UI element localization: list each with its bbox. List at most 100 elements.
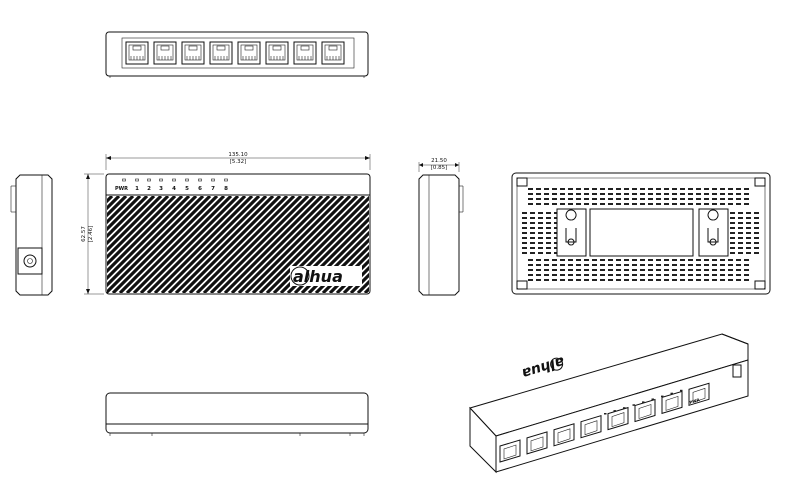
vent-slot: [546, 247, 551, 249]
vent-slot: [648, 279, 653, 281]
vent-slot: [728, 269, 733, 271]
iso-port: [607, 406, 629, 431]
vent-slot: [538, 217, 543, 219]
vent-slot: [530, 217, 535, 219]
vent-slot: [522, 222, 527, 224]
led-indicator-row: [122, 178, 228, 182]
stripe: [167, 196, 268, 293]
top-view-port: [237, 41, 261, 65]
vent-slot: [560, 203, 565, 205]
vent-slot: [648, 269, 653, 271]
vent-slot: [536, 198, 541, 200]
wall-mount-slot-left: [556, 208, 587, 257]
stripe: [188, 196, 289, 293]
vent-slot: [522, 242, 527, 244]
depth-in-label: [0.85]: [431, 165, 448, 171]
stripe: [174, 196, 275, 293]
vent-slot: [608, 269, 613, 271]
vent-slot: [696, 269, 701, 271]
vent-slot: [536, 193, 541, 195]
brand-text: alhua: [293, 267, 343, 286]
port-label: 3: [159, 186, 163, 192]
vent-slot: [664, 259, 669, 261]
led: [135, 178, 139, 182]
port-label: 7: [211, 186, 215, 192]
vent-slot: [738, 242, 743, 244]
vent-slot: [672, 198, 677, 200]
vent-slot: [530, 232, 535, 234]
vent-slot: [528, 279, 533, 281]
vent-slot: [528, 188, 533, 190]
top-view-port-row: [125, 41, 345, 65]
vent-slot: [746, 217, 751, 219]
vent-slot: [538, 252, 543, 254]
vent-slot: [656, 279, 661, 281]
vent-slot: [688, 198, 693, 200]
vent-slot: [648, 259, 653, 261]
stripe: [265, 196, 366, 293]
vent-slot: [584, 198, 589, 200]
vent-slot: [744, 269, 749, 271]
vent-slot: [522, 247, 527, 249]
vent-slot: [640, 198, 645, 200]
stripe: [107, 196, 184, 274]
iso-led: [642, 401, 645, 403]
vent-slot: [672, 274, 677, 276]
vent-slot: [746, 232, 751, 234]
vent-slot: [560, 193, 565, 195]
vent-slot: [522, 227, 527, 229]
vent-slot: [744, 279, 749, 281]
vent-slot: [546, 222, 551, 224]
vent-slot: [616, 259, 621, 261]
vent-slot: [632, 279, 637, 281]
vent-slot: [736, 198, 741, 200]
vent-slot: [696, 188, 701, 190]
stripe: [107, 196, 205, 293]
vent-slot: [576, 193, 581, 195]
vent-slot: [704, 259, 709, 261]
top-view-port: [321, 41, 345, 65]
vent-slot: [744, 198, 749, 200]
vent-slot: [528, 259, 533, 261]
rear-view: [105, 392, 369, 436]
vent-slot: [522, 212, 527, 214]
vent-slot: [592, 203, 597, 205]
stripe: [107, 196, 128, 218]
iso-brand-text: alhua: [520, 353, 566, 381]
vent-slot: [712, 279, 717, 281]
vent-slot: [672, 264, 677, 266]
vent-slot: [608, 203, 613, 205]
stripe: [107, 196, 114, 204]
vent-slot: [680, 193, 685, 195]
vent-slot: [754, 242, 759, 244]
vent-slot: [648, 203, 653, 205]
led: [224, 178, 228, 182]
right-side-view: 21.50 [0.85]: [418, 158, 464, 296]
vent-slot: [688, 188, 693, 190]
vent-slot: [736, 269, 741, 271]
vent-slot: [536, 188, 541, 190]
vent-slot: [608, 259, 613, 261]
vent-slot: [576, 203, 581, 205]
stripe: [209, 196, 310, 293]
vent-slot: [746, 252, 751, 254]
vent-slot: [544, 264, 549, 266]
vent-slot: [720, 279, 725, 281]
vent-slot: [754, 222, 759, 224]
stripe: [139, 196, 240, 293]
vent-slot: [536, 269, 541, 271]
vent-slot: [608, 264, 613, 266]
vent-slot: [608, 274, 613, 276]
vent-slot: [696, 198, 701, 200]
vent-slot: [640, 203, 645, 205]
vent-slot: [704, 198, 709, 200]
vent-slot: [738, 227, 743, 229]
vent-slot: [600, 264, 605, 266]
vent-slot: [730, 237, 735, 239]
vent-slot: [688, 203, 693, 205]
vent-slot: [538, 227, 543, 229]
